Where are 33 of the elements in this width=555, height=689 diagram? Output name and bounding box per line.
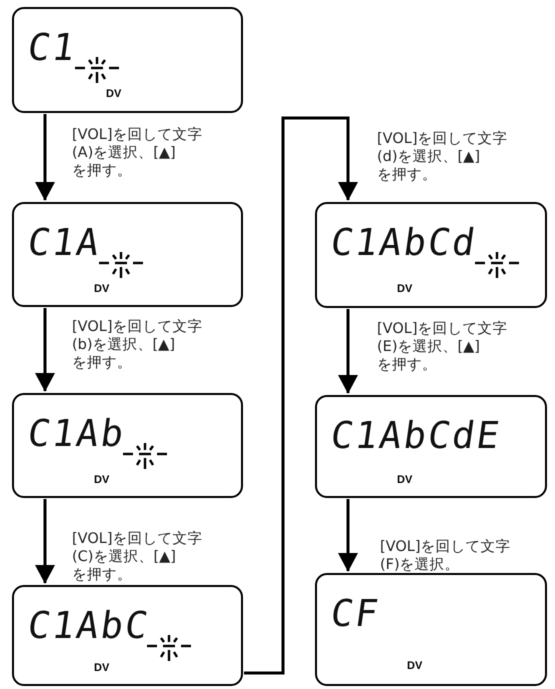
lcd-display <box>12 585 243 686</box>
mode-indicator: DV <box>94 475 110 486</box>
lcd-display <box>12 393 243 498</box>
arrow <box>338 309 358 394</box>
lcd-display <box>12 202 243 307</box>
arrow <box>35 499 55 584</box>
display-text: C1AbC <box>25 607 152 644</box>
arrow <box>338 499 358 572</box>
instruction-text: [VOL]を回して文字(b)を選択、[▲]を押す。 <box>72 318 204 372</box>
instruction-text: [VOL]を回して文字(C)を選択、[▲]を押す。 <box>72 530 204 584</box>
lcd-display <box>315 202 547 308</box>
mode-indicator: DV <box>407 661 422 672</box>
instruction-text: [VOL]を回して文字(F)を選択。 <box>380 538 512 574</box>
display-text: C1AbCd <box>328 224 480 261</box>
instruction-text: [VOL]を回して文字(E)を選択、[▲]を押す。 <box>377 320 508 374</box>
lcd-display <box>315 395 547 498</box>
instruction-text: [VOL]を回して文字(A)を選択、[▲]を押す。 <box>72 126 204 180</box>
mode-indicator: DV <box>94 284 110 295</box>
mode-indicator: DV <box>397 284 412 295</box>
display-text: C1AbCdE <box>328 417 504 454</box>
mode-indicator: DV <box>397 475 412 486</box>
lcd-display <box>315 573 547 686</box>
arrow <box>35 114 55 201</box>
display-text: C1 <box>25 29 80 66</box>
display-text: C1Ab <box>25 415 128 452</box>
display-text: CF <box>328 595 382 632</box>
instruction-text: [VOL]を回して文字(d)を選択、[▲]を押す。 <box>377 130 508 184</box>
arrow <box>244 116 358 674</box>
lcd-display <box>12 7 243 113</box>
mode-indicator: DV <box>94 663 110 674</box>
display-text: C1A <box>25 224 104 261</box>
arrow <box>35 308 55 392</box>
mode-indicator: DV <box>106 89 122 100</box>
